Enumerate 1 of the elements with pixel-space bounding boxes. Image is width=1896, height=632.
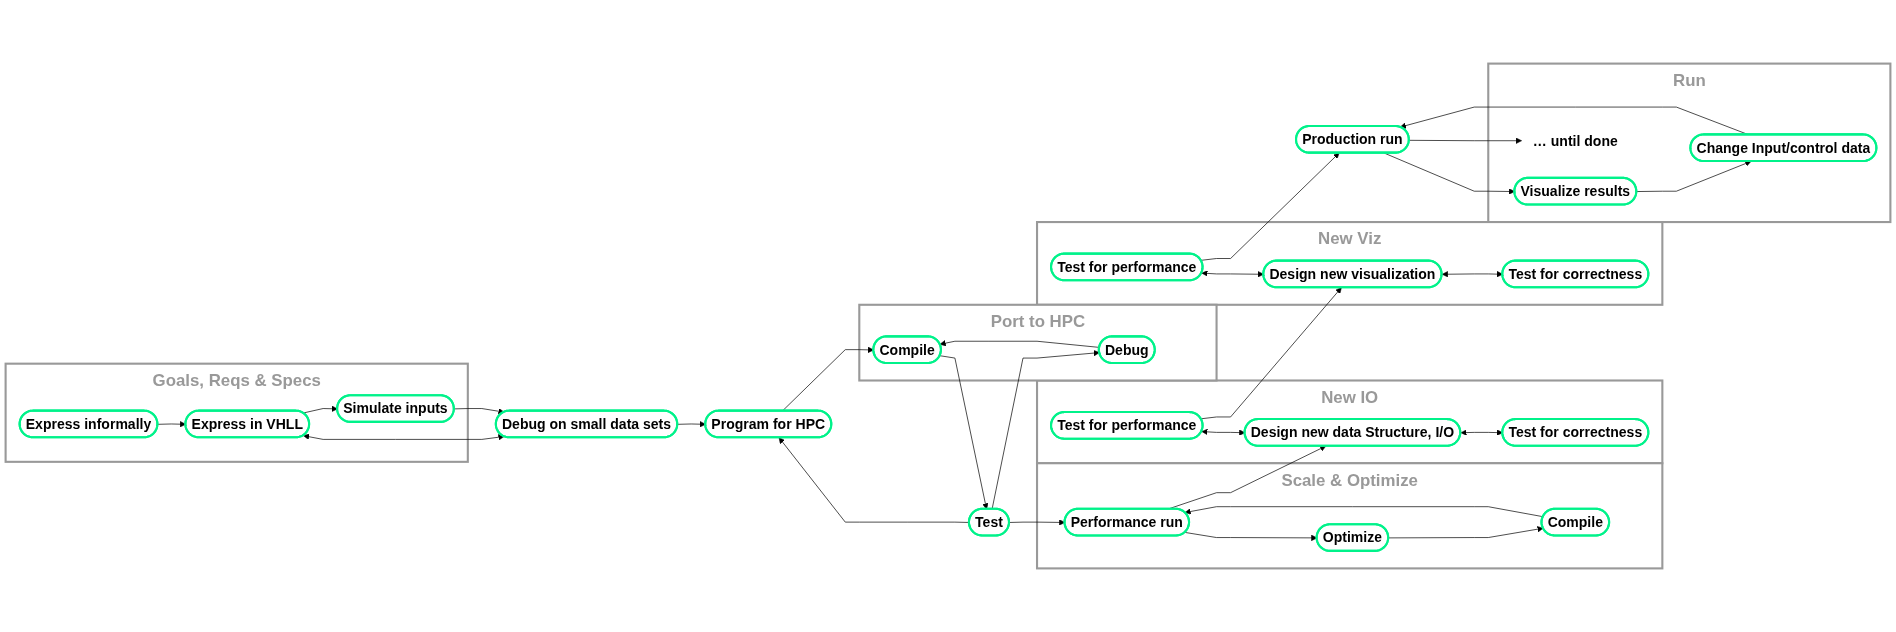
node-text: … until done	[1532, 133, 1618, 149]
